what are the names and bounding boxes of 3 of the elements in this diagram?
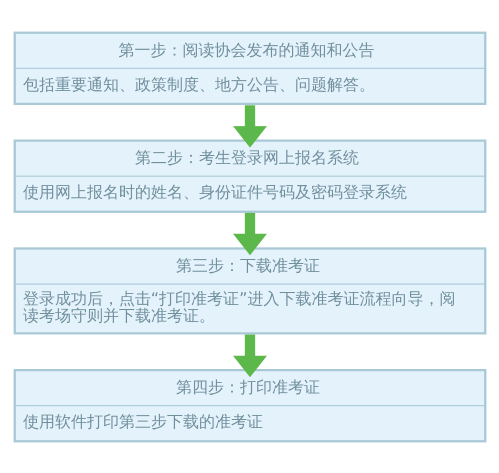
arrow (232, 334, 266, 377)
arrow (232, 212, 266, 255)
arrow (232, 104, 266, 148)
